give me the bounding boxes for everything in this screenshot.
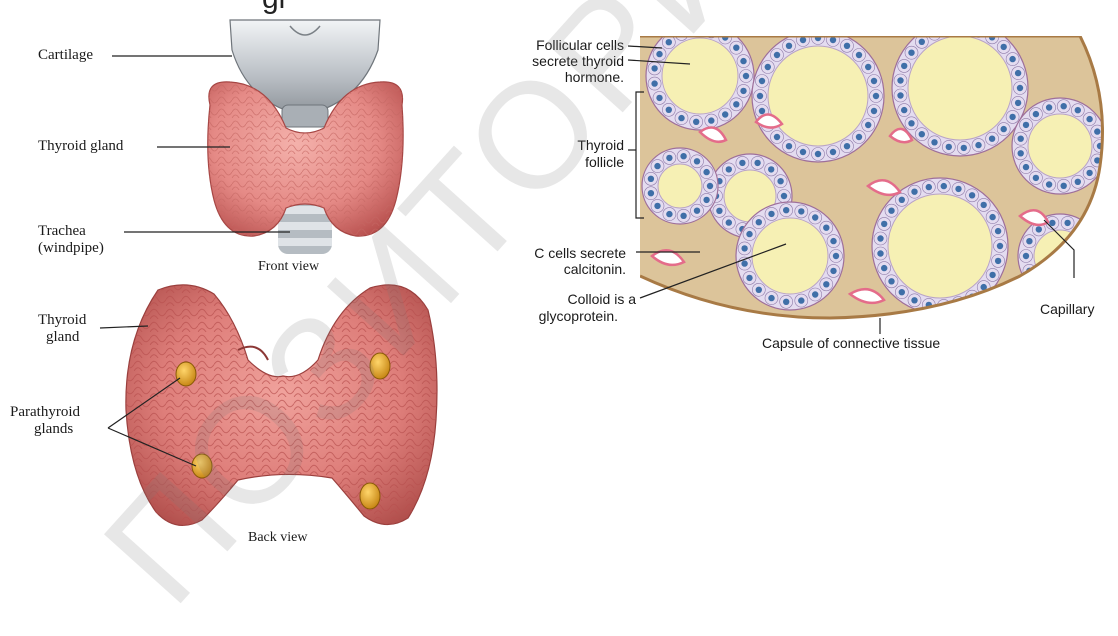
label-follicular-cells: Follicular cells (494, 38, 624, 53)
label-glycoprotein: glycoprotein. (494, 309, 618, 324)
label-capillary: Capillary (1040, 302, 1094, 317)
label-thyroid-follicle: Thyroid (494, 138, 624, 153)
label-capsule-connective-tissue: Capsule of connective tissue (762, 336, 940, 351)
label-hormone: hormone. (494, 70, 624, 85)
label-calcitonin: calcitonin. (494, 262, 626, 277)
label-follicle: follicle (494, 155, 624, 170)
thyroid-anatomy-figure: gl (0, 0, 1118, 545)
label-colloid: Colloid is a (494, 292, 636, 307)
label-c-cells: C cells secrete (494, 246, 626, 261)
label-secrete-thyroid: secrete thyroid (494, 54, 624, 69)
